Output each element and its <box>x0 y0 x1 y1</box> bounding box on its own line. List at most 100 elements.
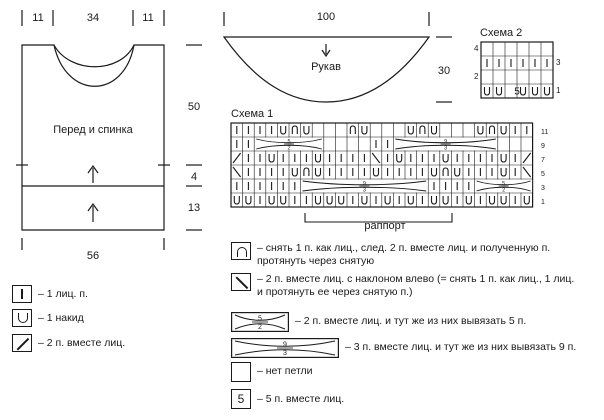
ssk-mark <box>522 166 532 178</box>
legend-sk2p: – снять 1 п. как лиц., след. 2 п. вместе… <box>231 242 591 268</box>
yarnover-mark <box>500 154 507 163</box>
yarnover-mark <box>314 154 322 163</box>
scheme1-dec5-b-curve <box>476 180 531 192</box>
scheme1-dec9-a-curve <box>395 138 496 150</box>
scheme2-right-num-1: 1 <box>556 86 561 95</box>
scheme1-dec5-a-top: 5 <box>287 139 290 145</box>
sleeve-label: Рукав <box>311 61 341 73</box>
sk2p-mark <box>488 125 496 134</box>
scheme1-dec5-b-bottom: 2 <box>502 188 505 194</box>
yarnover-mark <box>531 87 539 96</box>
sleeve-height: 30 <box>438 65 450 77</box>
yarnover-mark <box>314 168 322 177</box>
repeat-bracket <box>304 213 453 223</box>
yarnover-mark <box>268 196 275 205</box>
yarnover-mark <box>303 126 310 135</box>
k2tog-mark <box>522 152 532 164</box>
yarnover-mark <box>245 196 252 205</box>
sk2p-mark <box>303 167 310 176</box>
scheme1-row-3: 3 <box>541 185 545 192</box>
five-symbol-digit: 5 <box>237 392 245 406</box>
yarnover-mark <box>338 196 345 205</box>
legend-nostitch-text: – нет петли <box>257 365 313 377</box>
yarnover-mark <box>488 196 496 205</box>
yarnover-mark <box>372 168 380 177</box>
yarnover-mark <box>361 196 368 205</box>
scheme1-dec9-a-bottom: 3 <box>444 146 447 152</box>
garment-dim-center: 34 <box>87 12 99 24</box>
legend-yarnover: – 1 накид <box>12 309 84 327</box>
yarnover-mark <box>268 154 275 163</box>
inc9-top: 9 <box>283 342 287 349</box>
scheme2-grid: 5 <box>480 41 554 99</box>
yarnover-mark <box>477 126 484 135</box>
scheme1-dec5-b-top: 5 <box>502 181 505 187</box>
sk2p-mark <box>291 125 298 134</box>
legend-inc5: 5 2 – 2 п. вместе лиц. и тут же из них в… <box>231 312 601 332</box>
scheme1-dec5-a-curve <box>256 138 322 150</box>
k2tog-mark <box>232 152 242 164</box>
yarnover-mark <box>454 168 461 177</box>
legend-knit: – 1 лиц. п. <box>12 285 88 303</box>
scheme1-row-5: 5 <box>541 171 545 178</box>
yarnover-mark <box>407 196 414 205</box>
yarnover-mark <box>543 87 551 96</box>
yarnover-mark <box>442 154 449 163</box>
yarnover-mark <box>280 126 287 135</box>
scheme2-five-cell: 5 <box>514 87 520 98</box>
garment-schematic <box>16 10 202 250</box>
yarnover-mark <box>495 87 503 96</box>
yarnover-mark <box>233 196 240 205</box>
sk2p-mark <box>419 125 426 134</box>
garment-dim-right: 11 <box>142 12 153 24</box>
legend-yarnover-text: – 1 накид <box>38 312 84 324</box>
yarnover-mark <box>430 168 438 177</box>
legend-inc5-text: – 2 п. вместе лиц. и тут же из них вывяз… <box>295 315 527 327</box>
garment-bottom-width: 56 <box>87 250 99 262</box>
legend-five: 5 – 5 п. вместе лиц. <box>231 389 591 409</box>
scheme1-dec9-b-curve <box>302 180 427 192</box>
garment-label: Перед и спинка <box>53 124 133 136</box>
ssk-mark <box>232 166 242 178</box>
k2tog-symbol-icon <box>12 334 32 352</box>
garment-height-band-top: 4 <box>191 171 197 183</box>
scheme1-dec9-b-top: 9 <box>363 181 366 187</box>
inc5-symbol-icon: 5 2 <box>231 312 289 332</box>
nostitch-symbol-icon <box>231 362 251 382</box>
inc9-bottom: 3 <box>283 350 287 357</box>
yarnover-mark <box>442 196 449 205</box>
yarnover-mark <box>396 154 403 163</box>
yarnover-mark <box>500 196 507 205</box>
sleeve-schematic <box>222 12 452 103</box>
legend-nostitch: – нет петли <box>231 362 591 382</box>
scheme2-right-num-3: 3 <box>556 58 561 67</box>
legend-ssk-text: – 2 п. вместе лиц. с наклоном влево (= с… <box>257 273 575 298</box>
yarnover-mark <box>465 196 472 205</box>
scheme1-row-1: 1 <box>541 199 545 206</box>
legend-five-text: – 5 п. вместе лиц. <box>257 393 345 405</box>
scheme1-dec9-b-bottom: 3 <box>363 188 366 194</box>
scheme1-dec5-a-bottom: 2 <box>287 146 290 152</box>
yarnover-mark <box>483 87 491 96</box>
legend-k2tog: – 2 п. вместе лиц. <box>12 334 125 352</box>
sk2p-mark <box>442 167 449 176</box>
sk2p-symbol-icon <box>231 242 251 260</box>
repeat-label: раппорт <box>364 220 405 232</box>
yarnover-mark <box>384 196 391 205</box>
legend-sk2p-text: – снять 1 п. как лиц., след. 2 п. вместе… <box>257 242 551 267</box>
legend-inc9-text: – 3 п. вместе лиц. и тут же из них вывяз… <box>345 341 577 353</box>
scheme2-left-num-4: 4 <box>474 44 479 53</box>
legend-knit-text: – 1 лиц. п. <box>38 288 88 300</box>
yarnover-mark <box>291 168 298 177</box>
ssk-symbol-icon <box>231 273 251 291</box>
yarnover-mark <box>326 196 333 205</box>
sleeve-width: 100 <box>317 11 335 23</box>
scheme2-left-num-2: 2 <box>474 72 479 81</box>
scheme1-row-9: 9 <box>541 143 545 150</box>
yarnover-mark <box>314 196 322 205</box>
scheme2-title: Схема 2 <box>480 27 522 39</box>
inc5-top: 5 <box>258 316 262 323</box>
yarnover-mark <box>430 196 438 205</box>
